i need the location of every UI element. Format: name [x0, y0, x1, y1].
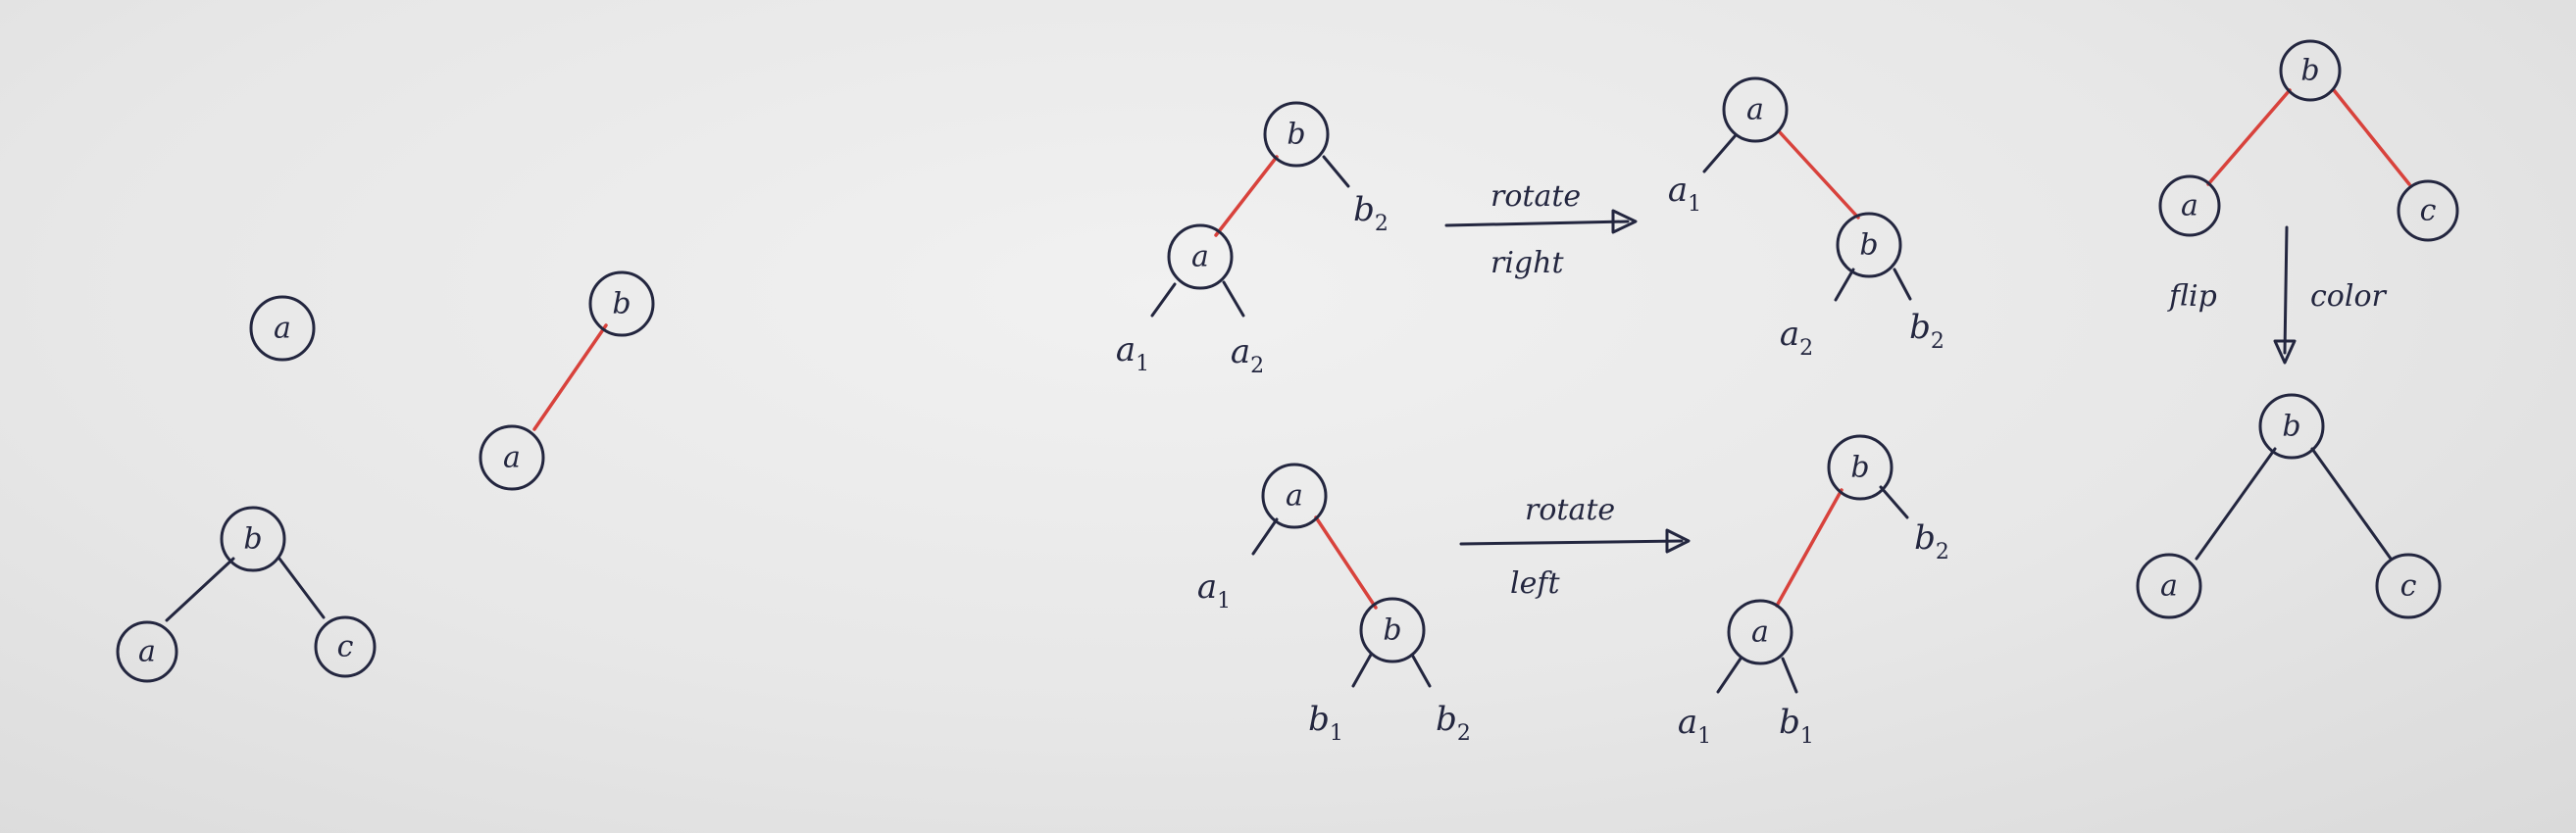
node-b: b	[2279, 39, 2342, 102]
svg-text:a: a	[1191, 240, 1209, 274]
black-link	[1834, 268, 1855, 302]
leaf-b2: b2	[1909, 308, 1945, 354]
node-b: b	[2258, 393, 2325, 460]
node-a: a	[2136, 553, 2202, 619]
node-a: a	[1261, 463, 1328, 529]
svg-text:left: left	[1510, 566, 1560, 601]
rotate-left-after: b a b2 a1 b1	[1678, 434, 1949, 749]
node-a: a	[1727, 599, 1793, 665]
black-link	[1322, 155, 1350, 188]
flip-color-after: b a c	[2136, 393, 2442, 619]
leaf-b2: b2	[1436, 700, 1471, 746]
rotate-right-before: b a b2 a1 a2	[1116, 101, 1389, 378]
black-link	[1716, 657, 1743, 694]
node-a: a	[1167, 223, 1234, 290]
node-a: a	[116, 620, 178, 683]
rotate-right-arrow: rotate right	[1444, 179, 1638, 280]
black-link	[2310, 447, 2393, 561]
svg-text:a: a	[1751, 615, 1769, 650]
svg-text:c: c	[2400, 569, 2417, 604]
black-link	[1150, 282, 1177, 318]
black-link	[2195, 447, 2277, 561]
two-node-tree: b a	[479, 270, 655, 491]
rotate-left-arrow: rotate left	[1459, 493, 1691, 601]
node-b: b	[220, 506, 286, 572]
svg-text:b: b	[1287, 118, 1305, 152]
node-b: b	[1827, 434, 1894, 501]
rotate-right-after: a b a1 a2 b2	[1668, 76, 1945, 361]
node-b: b	[588, 270, 655, 337]
leaf-b2: b2	[1353, 190, 1389, 236]
node-b: b	[1263, 101, 1330, 168]
svg-text:a: a	[1286, 479, 1303, 514]
svg-text:a: a	[2160, 569, 2178, 604]
node-c: c	[2375, 553, 2442, 619]
node-b: b	[1359, 597, 1426, 663]
svg-text:b: b	[1859, 228, 1878, 263]
svg-text:b: b	[612, 287, 631, 321]
red-link	[532, 323, 608, 431]
three-node-tree: b a c	[116, 506, 377, 683]
svg-text:c: c	[337, 630, 354, 664]
leaf-b1: b1	[1308, 700, 1343, 746]
red-link	[1214, 155, 1279, 237]
svg-text:b: b	[243, 522, 262, 557]
red-link	[1778, 130, 1860, 220]
svg-text:c: c	[2420, 194, 2437, 228]
svg-text:a: a	[2181, 189, 2198, 223]
black-link	[1879, 485, 1909, 519]
leaf-b1: b1	[1779, 703, 1814, 749]
leaf-a1: a1	[1668, 171, 1701, 217]
node-a: a	[2158, 174, 2221, 237]
standalone-node-a: a	[249, 295, 316, 362]
red-link	[2332, 88, 2411, 186]
black-link	[1222, 280, 1245, 318]
flip-color-arrow: flip color	[2167, 225, 2388, 365]
black-link	[1410, 653, 1432, 688]
svg-text:b: b	[1850, 451, 1869, 485]
svg-text:a: a	[503, 441, 521, 475]
black-link	[1351, 653, 1373, 688]
leaf-b2: b2	[1914, 518, 1949, 564]
leaf-a2: a2	[1780, 315, 1813, 361]
node-b: b	[1836, 212, 1902, 278]
svg-text:b: b	[1383, 613, 1401, 648]
svg-text:rotate: rotate	[1525, 493, 1615, 527]
svg-text:b: b	[2300, 54, 2319, 88]
svg-text:flip: flip	[2167, 279, 2217, 314]
black-link	[1251, 517, 1279, 556]
rotate-left-before: a b a1 b1 b2	[1197, 463, 1471, 746]
node-a: a	[479, 424, 545, 491]
black-link	[1781, 657, 1798, 694]
leaf-a1: a1	[1116, 330, 1149, 376]
black-link	[165, 557, 235, 622]
flip-color-before: b a c	[2158, 39, 2459, 242]
leaf-a1: a1	[1678, 703, 1711, 749]
svg-text:rotate: rotate	[1490, 179, 1581, 214]
svg-text:right: right	[1490, 246, 1564, 280]
leaf-a2: a2	[1231, 332, 1264, 378]
black-link	[1893, 268, 1912, 301]
node-c: c	[2397, 179, 2459, 242]
red-link	[2206, 88, 2292, 186]
leaf-a1: a1	[1197, 567, 1231, 613]
node-c: c	[314, 615, 377, 678]
black-link	[1702, 133, 1738, 173]
node-a: a	[1722, 76, 1789, 143]
svg-text:a: a	[1746, 93, 1764, 127]
svg-text:color: color	[2310, 279, 2388, 314]
red-link	[1775, 488, 1844, 608]
svg-text:b: b	[2282, 410, 2300, 444]
black-link	[278, 557, 326, 619]
red-link	[1314, 515, 1378, 610]
svg-text:a: a	[138, 635, 156, 669]
svg-text:a: a	[274, 312, 291, 346]
